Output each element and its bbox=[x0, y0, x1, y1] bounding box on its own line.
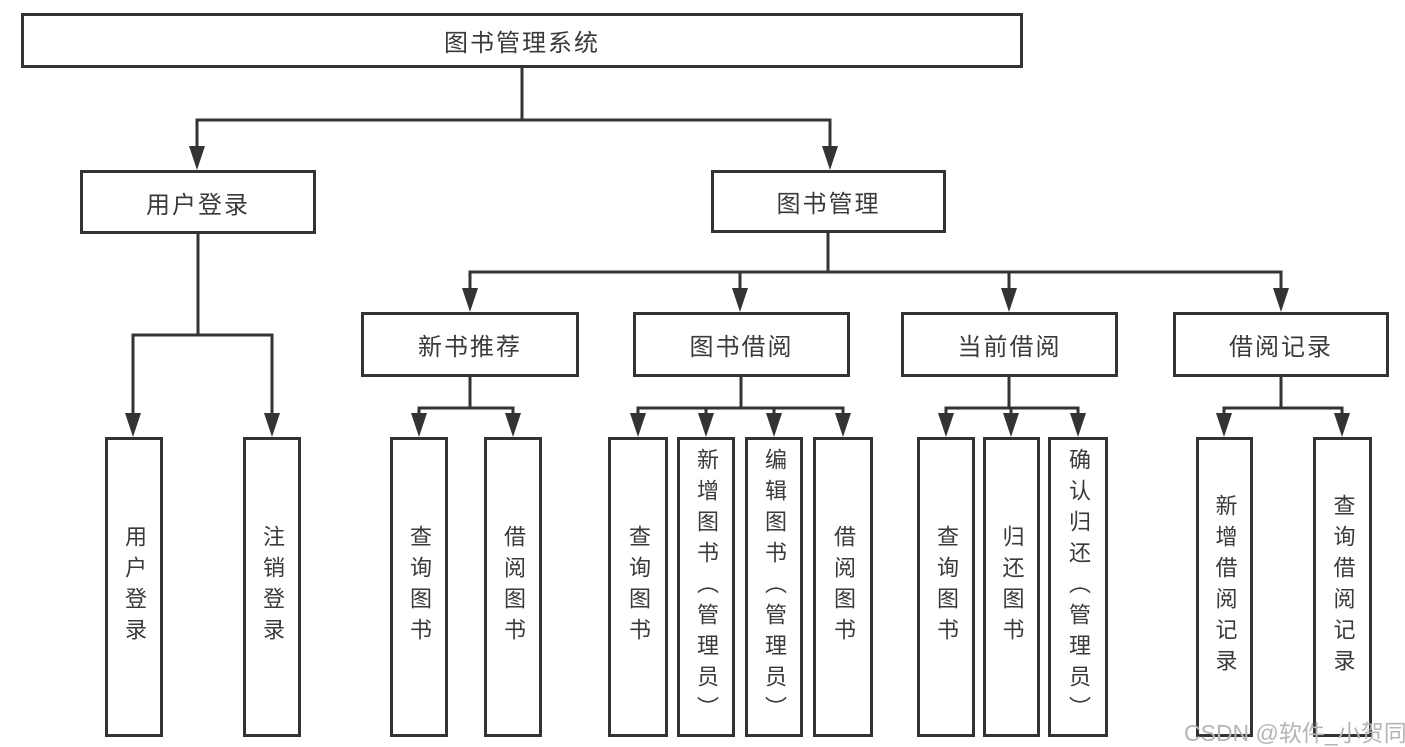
node-edit-books-admin: 编辑图书（管理员） bbox=[745, 437, 803, 737]
node-book-borrow: 图书借阅 bbox=[633, 312, 850, 377]
node-query-borrow-record: 查询借阅记录 bbox=[1313, 437, 1372, 737]
node-book-borrow-label: 图书借阅 bbox=[689, 334, 794, 361]
node-user-login: 用户登录 bbox=[80, 170, 316, 234]
node-borrow-records: 借阅记录 bbox=[1173, 312, 1389, 377]
node-add-books-admin: 新增图书（管理员） bbox=[677, 437, 735, 737]
node-query-books-recommend: 查询图书 bbox=[390, 437, 448, 737]
node-query-books-current: 查询图书 bbox=[917, 437, 975, 737]
node-add-borrow-record-label: 新增借阅记录 bbox=[1212, 494, 1238, 680]
node-return-books: 归还图书 bbox=[983, 437, 1040, 737]
node-logout-leaf-label: 注销登录 bbox=[260, 525, 285, 649]
node-user-login-leaf: 用户登录 bbox=[105, 437, 163, 737]
node-book-management-label: 图书管理 bbox=[776, 191, 881, 218]
node-user-login-leaf-label: 用户登录 bbox=[122, 525, 147, 649]
node-current-borrow-label: 当前借阅 bbox=[957, 334, 1062, 361]
node-current-borrow: 当前借阅 bbox=[901, 312, 1118, 377]
node-borrow-books-recommend: 借阅图书 bbox=[484, 437, 542, 737]
node-return-books-label: 归还图书 bbox=[999, 525, 1025, 649]
node-query-books-current-label: 查询图书 bbox=[934, 525, 959, 649]
node-query-books-borrow-label: 查询图书 bbox=[626, 525, 651, 649]
node-add-books-admin-label: 新增图书（管理员） bbox=[694, 447, 719, 727]
node-confirm-return-admin: 确认归还（管理员） bbox=[1048, 437, 1108, 737]
node-logout-leaf: 注销登录 bbox=[243, 437, 301, 737]
node-edit-books-admin-label: 编辑图书（管理员） bbox=[762, 447, 787, 727]
node-book-management: 图书管理 bbox=[711, 170, 946, 233]
node-root: 图书管理系统 bbox=[21, 13, 1023, 68]
node-confirm-return-admin-label: 确认归还（管理员） bbox=[1066, 447, 1091, 727]
node-root-label: 图书管理系统 bbox=[444, 30, 600, 57]
node-query-books-recommend-label: 查询图书 bbox=[407, 525, 432, 649]
node-add-borrow-record: 新增借阅记录 bbox=[1196, 437, 1253, 737]
node-borrow-books-recommend-label: 借阅图书 bbox=[501, 525, 526, 649]
node-query-borrow-record-label: 查询借阅记录 bbox=[1330, 494, 1356, 680]
node-borrow-records-label: 借阅记录 bbox=[1229, 334, 1333, 361]
node-new-book-recommend: 新书推荐 bbox=[361, 312, 579, 377]
node-borrow-books-leaf: 借阅图书 bbox=[813, 437, 873, 737]
node-new-book-recommend-label: 新书推荐 bbox=[418, 334, 522, 361]
node-user-login-label: 用户登录 bbox=[146, 191, 250, 219]
csdn-watermark: CSDN @软件_小贺同学 bbox=[1184, 720, 1405, 746]
node-query-books-borrow: 查询图书 bbox=[608, 437, 668, 737]
node-borrow-books-leaf-label: 借阅图书 bbox=[831, 525, 856, 649]
